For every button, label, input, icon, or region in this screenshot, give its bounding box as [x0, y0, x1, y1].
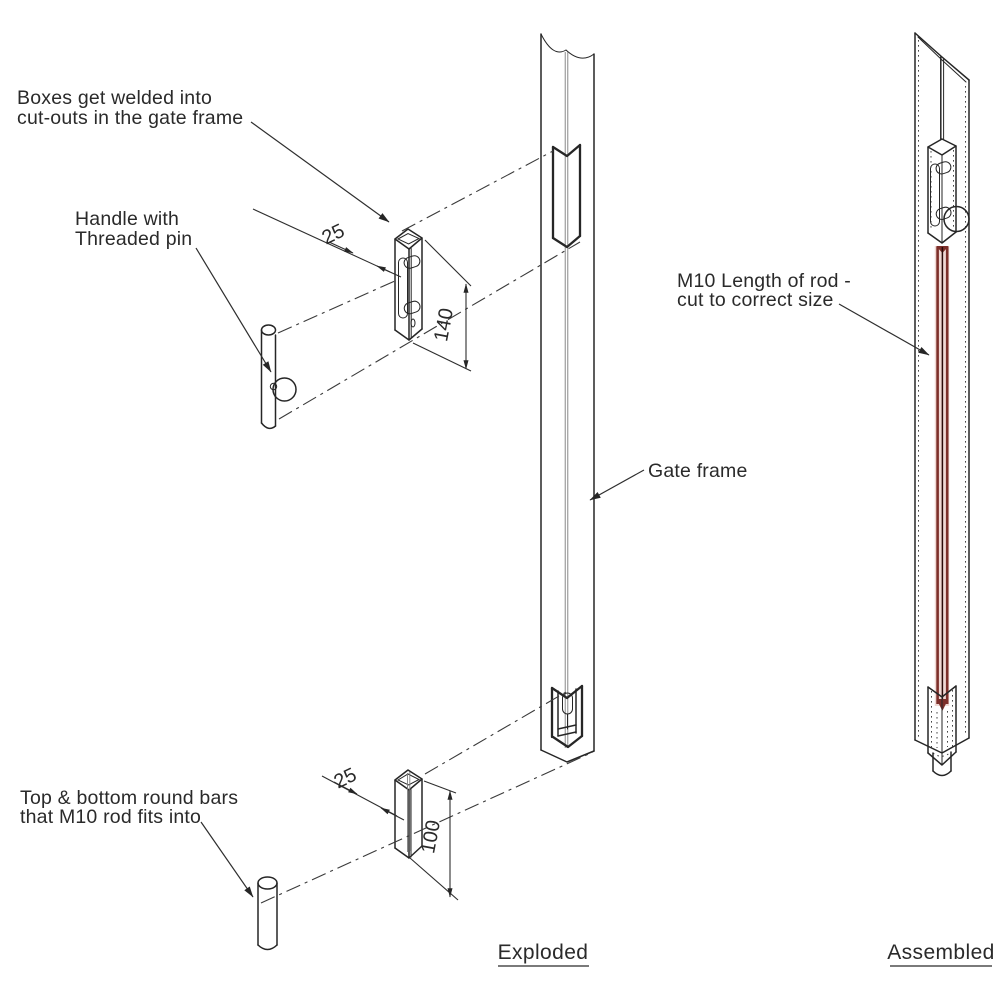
- frame-top-break-right: [565, 49, 595, 59]
- latch-grip: [398, 257, 408, 319]
- asm-frame-top-edge: [914, 32, 970, 81]
- leader-round-bars: [200, 821, 254, 898]
- exploded-view: 25 140 25 100 Boxes get welded into cut-…: [17, 33, 748, 967]
- assembled-view-label: Assembled: [887, 941, 994, 964]
- frame-top-break-left: [540, 33, 567, 53]
- centerline-handle-to-box: [277, 279, 398, 334]
- exploded-annotations: Boxes get welded into cut-outs in the ga…: [17, 87, 748, 898]
- handle-bar-bottom: [260, 422, 277, 430]
- dim-top-box-width: 25: [252, 208, 402, 278]
- round-bar-bottom: [257, 944, 278, 951]
- asm-bottom-box: [927, 685, 957, 766]
- dim-text-25-top: 25: [319, 220, 349, 250]
- latch-slot: [410, 318, 416, 328]
- annotation-boxes-welded-line1: Boxes get welded into: [17, 87, 212, 109]
- asm-round-bar-bottom: [932, 770, 952, 777]
- dim-bottom-box-height: 100: [409, 780, 459, 901]
- dim-text-140: 140: [430, 306, 458, 343]
- latch-handle: [398, 255, 421, 328]
- dim-text-25-bottom: 25: [331, 764, 361, 794]
- annotation-handle-line2: Threaded pin: [75, 228, 192, 250]
- annotation-boxes-welded-line2: cut-outs in the gate frame: [17, 107, 243, 129]
- m10-rod: [934, 246, 950, 711]
- leader-gate-frame: [589, 469, 645, 501]
- latch-lug-top: [403, 255, 421, 269]
- asm-top-box: [927, 138, 970, 244]
- top-box-bottom-edge: [394, 328, 423, 341]
- latch-lug-bottom: [403, 300, 421, 315]
- centerline-handle-to-cutout-bottom: [278, 241, 581, 420]
- leader-boxes-welded: [250, 121, 390, 223]
- annotation-handle-line1: Handle with: [75, 208, 179, 230]
- frame-bottom-edge: [540, 749, 595, 763]
- assembled-frame: [914, 32, 970, 754]
- bottom-round-bar-part: [257, 876, 278, 951]
- handle-pin-boss: [269, 382, 278, 391]
- asm-latch-grip: [930, 163, 940, 227]
- annotation-rod-line1: M10 Length of rod -: [677, 270, 851, 292]
- assembled-view: M10 Length of rod - cut to correct size …: [677, 32, 994, 967]
- bottom-box-part: [394, 769, 423, 859]
- center-lines: [260, 150, 594, 904]
- assembled-annotations: M10 Length of rod - cut to correct size: [677, 270, 930, 356]
- annotation-round-bars-line1: Top & bottom round bars: [20, 787, 238, 809]
- exploded-view-label: Exploded: [498, 941, 589, 964]
- bottom-box-bottom-edge: [394, 845, 423, 859]
- round-bar-top: [257, 876, 278, 890]
- handle-ball: [272, 377, 297, 402]
- centerline-bar-to-frame: [260, 751, 594, 904]
- annotation-rod-line2: cut to correct size: [677, 289, 834, 311]
- gate-frame-part: [540, 33, 595, 763]
- centerline-box-to-cutout-top: [401, 150, 554, 232]
- asm-handle-ball: [943, 205, 970, 233]
- frame-top-cutout: [551, 143, 582, 249]
- centerline-box-to-slot: [424, 691, 567, 775]
- dim-bottom-box-width: 25: [321, 764, 405, 821]
- frame-bottom-cutout: [550, 684, 584, 749]
- asm-latch-lug-bottom: [935, 206, 952, 220]
- asm-latch-lug-top: [935, 161, 952, 175]
- leader-rod: [838, 303, 930, 356]
- asm-top-box-bottom-edge: [927, 231, 957, 244]
- handle-bar-top: [260, 324, 277, 336]
- top-box-part: [394, 228, 423, 341]
- leader-handle: [195, 247, 272, 373]
- annotation-round-bars-line2: that M10 rod fits into: [20, 806, 201, 828]
- asm-round-bar: [932, 751, 952, 777]
- handle-part: [260, 324, 297, 430]
- asm-top-box-top-face: [927, 138, 957, 156]
- annotation-gate-frame: Gate frame: [648, 460, 748, 482]
